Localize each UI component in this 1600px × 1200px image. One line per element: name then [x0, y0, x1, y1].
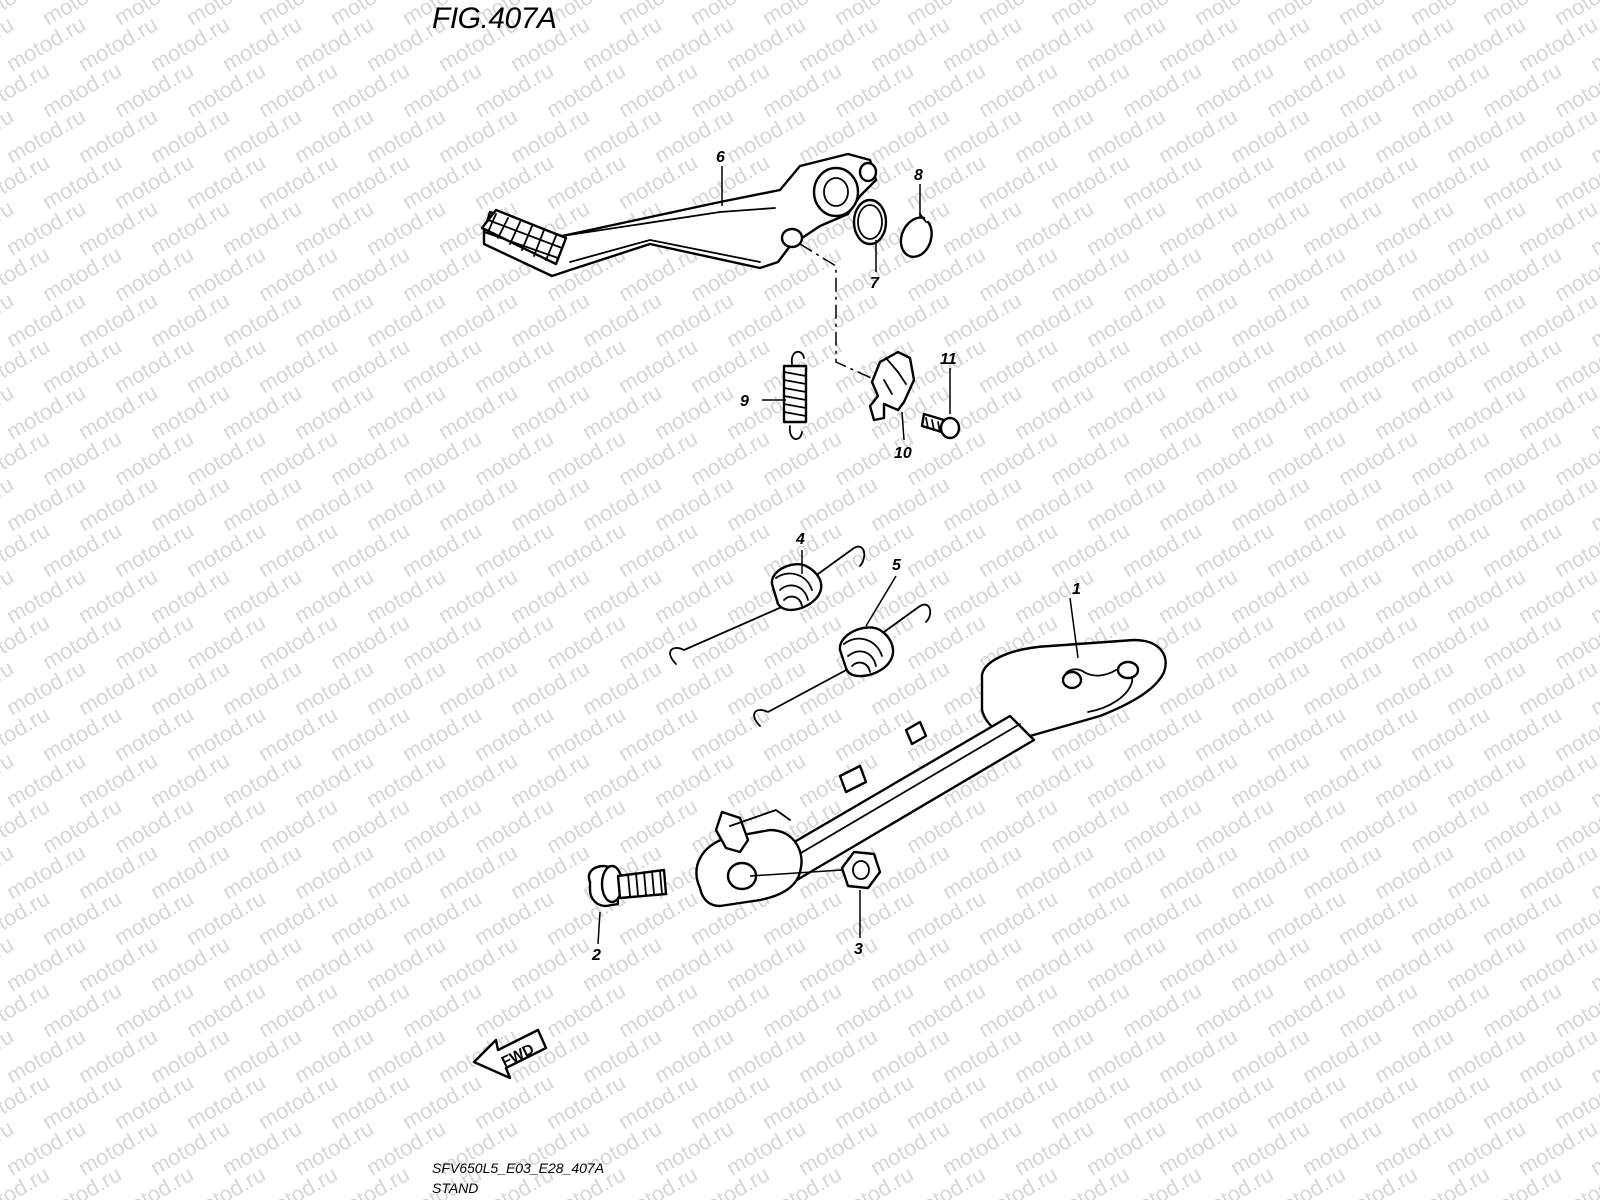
callout-3: 3	[854, 941, 863, 958]
callout-5: 5	[892, 557, 902, 574]
callout-8: 8	[914, 167, 923, 184]
pivot-axis-line	[749, 869, 843, 877]
pivot-bolt	[587, 864, 668, 908]
callout-6: 6	[716, 149, 725, 166]
pivot-nut	[840, 850, 882, 890]
small-spring	[782, 350, 808, 440]
callout-1: 1	[1072, 581, 1081, 598]
callout-7: 7	[870, 275, 880, 292]
callout-4: 4	[795, 531, 805, 548]
bracket-bolt	[920, 412, 961, 440]
figure-name: STAND	[432, 1180, 479, 1196]
circlip	[899, 216, 933, 258]
callout-numbers: 1 2 3 4 5 6 7 8 9 10 11	[591, 149, 1081, 964]
shift-lever	[480, 152, 878, 278]
alignment-line	[799, 243, 881, 383]
figure-code: SFV650L5_E03_E28_407A	[432, 1160, 605, 1176]
lever-peg	[480, 208, 568, 266]
figure-title: FIG.407A	[432, 2, 557, 35]
leader-lines	[597, 166, 1079, 945]
lever-pivot-boss	[812, 166, 860, 218]
stand-spring-lower	[753, 603, 932, 727]
callout-11: 11	[940, 351, 957, 368]
lever-pin-hole	[780, 227, 804, 249]
side-stand	[695, 638, 1167, 908]
o-ring	[852, 198, 888, 246]
stand-switch-bracket	[868, 350, 916, 422]
callout-2: 2	[591, 947, 601, 964]
stand-spring-upper	[669, 545, 866, 665]
callout-10: 10	[894, 445, 912, 462]
callout-9: 9	[740, 393, 749, 410]
